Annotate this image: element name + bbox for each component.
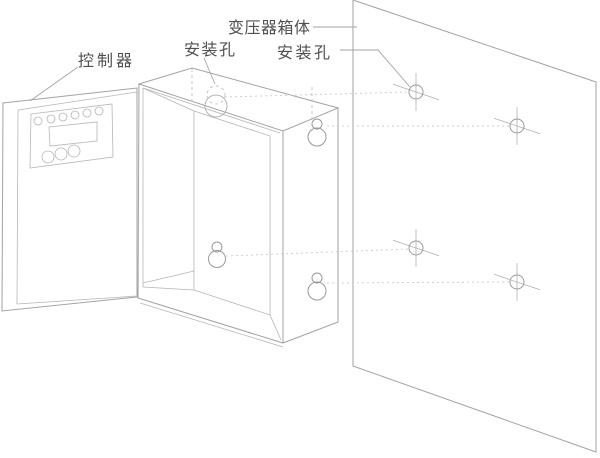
mounting-hole-panel-leader-line — [340, 49, 411, 88]
panel-button — [58, 112, 68, 122]
transformer-panel-face — [352, 0, 597, 453]
controller-leader-line — [29, 66, 79, 102]
keyhole-slot-bottom — [307, 127, 327, 147]
box-opening-top-lip — [142, 87, 281, 134]
label-transformer-box-body: 变压器箱体 — [228, 19, 311, 37]
keyhole-slot — [208, 241, 226, 268]
door-left-inner-edge — [16, 109, 19, 305]
mounting-hole-crosshair — [392, 229, 440, 267]
keyhole-slot-bottom — [208, 250, 226, 268]
label-controller: 控制器 — [78, 52, 135, 70]
hole-horizontal-centerline — [392, 239, 440, 257]
mounting-hole-box-leader-line — [203, 57, 216, 85]
panel-button — [33, 116, 43, 126]
box-inner-bottom-right-edge — [269, 314, 282, 341]
keyhole-slot-top — [311, 118, 323, 130]
panel-knob — [54, 147, 68, 161]
box-bottom-front-edge-inner — [139, 302, 284, 348]
box-inner-floor-edge — [142, 270, 195, 284]
leader-lines — [29, 26, 411, 102]
keyhole-slot — [307, 118, 327, 147]
control-panel-display — [48, 121, 98, 147]
alignment-dotted-line — [224, 91, 410, 98]
panel-knob — [67, 144, 81, 158]
door-bottom-inner-edge — [16, 295, 138, 305]
box-inner-bottom-left-edge — [142, 286, 195, 291]
mounting-hole — [408, 84, 424, 100]
mounting-hole — [509, 274, 525, 290]
mounting-hole-crosshair — [392, 73, 440, 111]
box-back-panel — [193, 110, 271, 316]
hole-horizontal-centerline — [493, 273, 541, 291]
box-top-mounting-hole — [204, 94, 228, 118]
alignment-dotted-line — [225, 248, 410, 257]
mounting-hole — [509, 118, 525, 134]
box-bottom-right-edge — [282, 321, 339, 344]
panel-button — [82, 108, 92, 118]
panel-knob — [41, 150, 55, 164]
panel-mounting-holes — [392, 73, 541, 301]
panel-button — [70, 110, 80, 120]
panel-small-buttons — [33, 106, 104, 126]
mounting-hole-crosshair — [493, 107, 541, 145]
labels: 控制器 安装孔 安装孔 变压器箱体 — [78, 19, 333, 70]
panel-large-buttons — [41, 144, 81, 164]
mounting-hole — [408, 240, 424, 256]
box-top-mounting-hole-hidden — [206, 85, 226, 105]
control-panel — [29, 103, 114, 169]
label-mounting-hole-panel: 安装孔 — [277, 44, 333, 62]
keyhole-slot-top — [211, 241, 223, 253]
keyhole-slot — [307, 272, 327, 301]
transformer-panel — [352, 0, 597, 453]
box-keyhole-slots — [208, 118, 327, 301]
panel-button — [46, 114, 56, 124]
hole-alignment-lines — [224, 91, 511, 284]
control-panel-outline — [29, 103, 114, 169]
keyhole-slot-top — [311, 272, 323, 284]
mounting-hole-crosshair — [493, 263, 541, 301]
hole-horizontal-centerline — [493, 117, 541, 135]
keyhole-slot-bottom — [307, 281, 327, 301]
controller-box — [137, 67, 340, 348]
door-top-inner-edge — [17, 91, 138, 111]
alignment-dotted-line — [326, 281, 511, 284]
controller-door — [1, 87, 138, 312]
door-face — [1, 87, 138, 312]
box-front-left-edge — [137, 83, 140, 299]
box-inner-top-left-edge — [142, 87, 195, 112]
panel-button — [94, 106, 104, 116]
hole-horizontal-centerline — [392, 83, 440, 101]
box-bottom-front-edge — [137, 297, 284, 344]
label-mounting-hole-box: 安装孔 — [184, 41, 237, 59]
